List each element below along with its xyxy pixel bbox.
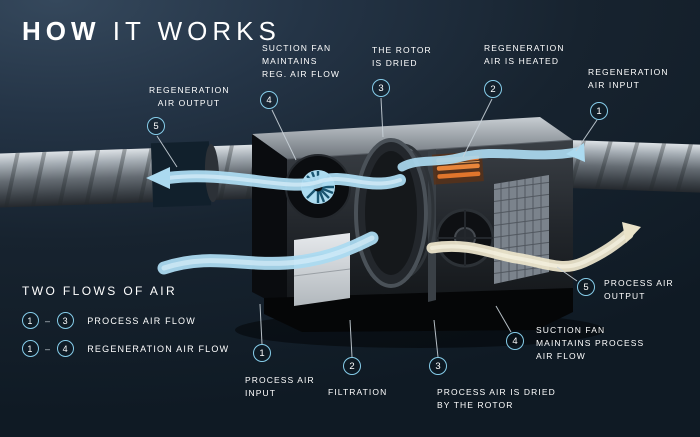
regeneration-intake-ribbon (397, 143, 585, 172)
number-badge: 1 (590, 102, 608, 120)
number-badge: 2 (343, 357, 361, 375)
callout-label: PROCESS AIR OUTPUT (604, 278, 674, 302)
right-duct (549, 139, 700, 193)
regeneration-output-ribbon (146, 167, 406, 191)
number-badge: 1 (253, 344, 271, 362)
number-badge: 4 (57, 340, 75, 357)
callout-label: REGENERATION AIR IS HEATED (484, 43, 565, 67)
leader-lines (156, 97, 598, 358)
number-badge: 1 (22, 312, 39, 329)
page-title-light: IT WORKS (112, 16, 281, 46)
legend-row-regeneration: 1 – 4 REGENERATION AIR FLOW (22, 340, 229, 357)
legend-label: PROCESS AIR FLOW (87, 315, 196, 326)
callout-label: REGENERATION AIR INPUT (588, 67, 669, 91)
process-input-ribbon (157, 231, 379, 275)
process-fan (435, 208, 495, 268)
callout-label: SUCTION FAN MAINTAINS REG. AIR FLOW (262, 43, 341, 80)
number-badge: 2 (484, 80, 502, 98)
number-badge: 4 (506, 332, 524, 350)
number-badge: 5 (577, 278, 595, 296)
callout-label: REGENERATION AIR OUTPUT (149, 85, 230, 109)
number-badge: 4 (260, 91, 278, 109)
machine-left-panel (252, 134, 287, 310)
callout-label: PROCESS AIR IS DRIED BY THE ROTOR (437, 387, 556, 411)
legend: TWO FLOWS OF AIR 1 – 3 PROCESS AIR FLOW … (22, 284, 229, 368)
range-dash: – (45, 315, 52, 326)
number-badge: 5 (147, 117, 165, 135)
process-output-ribbon (426, 222, 641, 273)
number-badge: 1 (22, 340, 39, 357)
legend-label: REGENERATION AIR FLOW (87, 343, 230, 354)
page-title: HOW IT WORKS (22, 16, 281, 47)
number-badge: 3 (372, 79, 390, 97)
number-badge: 3 (429, 357, 447, 375)
legend-title: TWO FLOWS OF AIR (22, 284, 178, 298)
callout-label: THE ROTOR IS DRIED (372, 45, 432, 69)
legend-row-process: 1 – 3 PROCESS AIR FLOW (22, 312, 229, 329)
number-badge: 3 (57, 312, 75, 329)
airflow-ribbons (146, 143, 641, 275)
range-dash: – (45, 343, 52, 354)
callout-label: SUCTION FAN MAINTAINS PROCESS AIR FLOW (536, 325, 645, 362)
machine-top-panel (252, 117, 573, 159)
machine-body (252, 117, 574, 332)
filter-box (293, 233, 351, 306)
callout-label: PROCESS AIR INPUT (245, 375, 315, 399)
page-title-bold: HOW (22, 16, 101, 46)
callout-label: FILTRATION (328, 387, 388, 397)
mesh-panel (494, 175, 549, 284)
